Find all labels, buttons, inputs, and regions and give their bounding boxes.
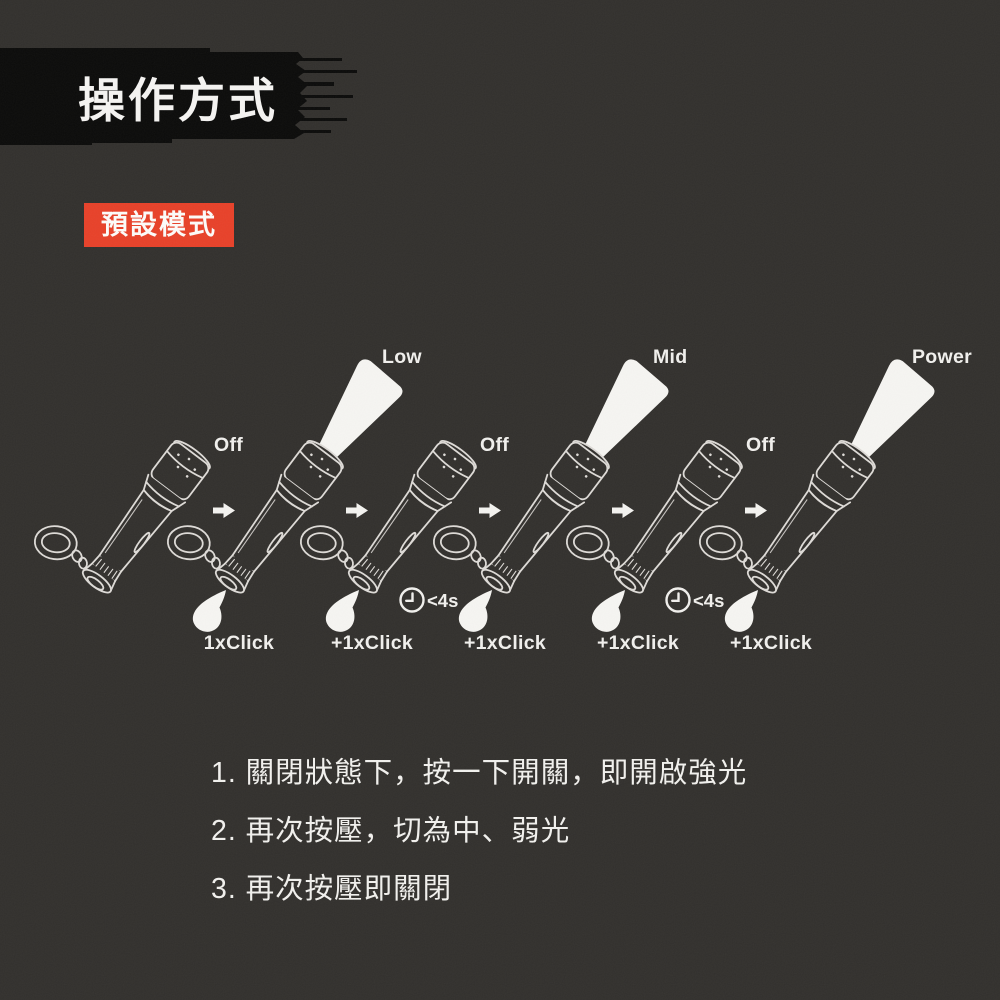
arrow-right-icon	[346, 503, 368, 518]
click-pointer-icon	[591, 590, 625, 632]
state-label: Low	[382, 346, 422, 368]
state-label: Off	[214, 434, 243, 456]
state-label: Mid	[653, 346, 687, 368]
timer-label: <4s	[427, 590, 458, 611]
flashlight-icon	[18, 399, 215, 611]
state-label: Off	[746, 434, 775, 456]
click-pointer-icon	[192, 590, 226, 632]
instruction-step: 2. 再次按壓，切為中、弱光	[211, 815, 571, 847]
instructions-list: 1. 關閉狀態下，按一下開關，即開啟強光 2. 再次按壓，切為中、弱光 3. 再…	[211, 744, 747, 918]
arrow-right-icon	[612, 503, 634, 518]
click-label: +1xClick	[597, 632, 679, 654]
timer-label: <4s	[693, 590, 724, 611]
click-label: +1xClick	[464, 632, 546, 654]
click-pointer-icon	[458, 590, 492, 632]
arrow-right-icon	[479, 503, 501, 518]
arrow-right-icon	[213, 503, 235, 518]
click-label: +1xClick	[331, 632, 413, 654]
click-label: 1xClick	[204, 632, 274, 654]
clock-icon	[399, 587, 425, 613]
click-pointer-icon	[325, 590, 359, 632]
state-label: Off	[480, 434, 509, 456]
instruction-step: 3. 再次按壓即關閉	[211, 873, 453, 905]
arrow-right-icon	[745, 503, 767, 518]
state-label: Power	[912, 346, 972, 368]
clock-icon	[665, 587, 691, 613]
instruction-step: 1. 關閉狀態下，按一下開關，即開啟強光	[211, 757, 748, 789]
click-pointer-icon	[724, 590, 758, 632]
flashlight-1-off	[18, 399, 215, 611]
click-label: +1xClick	[730, 632, 812, 654]
